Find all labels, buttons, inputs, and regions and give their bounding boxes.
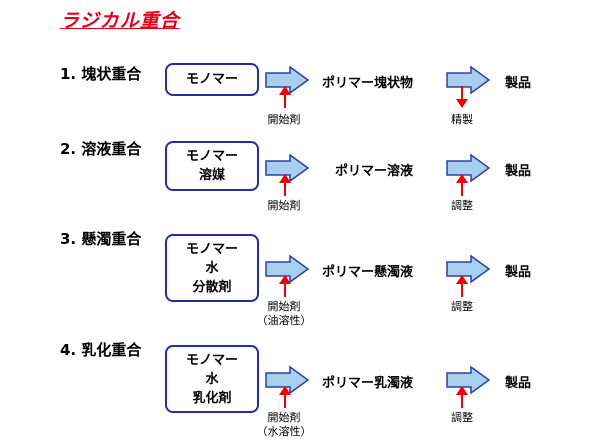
intermediate-label: ポリマー溶液: [335, 164, 414, 179]
monomer-box: モノマー 水 乳化剤: [165, 345, 259, 413]
process-arrow-icon: [265, 153, 310, 183]
initiator-line: （油溶性）: [256, 314, 312, 327]
box-line: モノマー: [185, 72, 238, 87]
box-line: 乳化剤: [192, 390, 232, 406]
process-arrow-icon: [446, 365, 491, 395]
after-step-note: 調整: [451, 199, 473, 212]
initiator-note: 開始剤 （水溶性）: [252, 411, 316, 439]
red-up-arrow-icon: [456, 386, 468, 408]
red-up-arrow-icon: [456, 275, 468, 297]
after-step-note: 精製: [451, 113, 473, 126]
box-line: モノマー: [185, 149, 238, 164]
initiator-line: 開始剤: [267, 113, 301, 126]
intermediate-label: ポリマー塊状物: [322, 76, 414, 91]
process-arrow-icon: [446, 153, 491, 183]
after-step-note: 調整: [451, 300, 473, 313]
red-up-arrow-icon: [279, 386, 291, 408]
red-up-arrow-icon: [279, 86, 291, 108]
red-up-arrow-icon: [279, 275, 291, 297]
intermediate-label: ポリマー懸濁液: [322, 265, 414, 280]
monomer-box: モノマー 水 分散剤: [165, 234, 259, 302]
process-arrow-icon: [265, 65, 310, 95]
box-line: 分散剤: [192, 279, 232, 295]
process-arrow-icon: [446, 254, 491, 284]
product-label: 製品: [505, 164, 532, 179]
red-up-arrow-icon: [279, 174, 291, 196]
page-title: ラジカル重合: [60, 10, 180, 32]
monomer-box: モノマー 溶媒: [165, 141, 259, 191]
box-line: 水: [205, 371, 219, 387]
initiator-note: 開始剤 （油溶性）: [252, 300, 316, 328]
product-label: 製品: [505, 376, 532, 391]
box-line: モノマー: [185, 352, 238, 368]
initiator-line: 開始剤: [267, 199, 301, 212]
initiator-note: 開始剤: [262, 113, 306, 127]
box-line: 溶媒: [198, 168, 225, 183]
heading-solution-polymerization: 2. 溶液重合: [60, 140, 142, 158]
after-step-note: 調整: [451, 411, 473, 424]
initiator-line: （水溶性）: [256, 425, 312, 438]
red-up-arrow-icon: [456, 174, 468, 196]
heading-bulk-polymerization: 1. 塊状重合: [60, 65, 142, 83]
heading-emulsion-polymerization: 4. 乳化重合: [60, 341, 142, 359]
red-down-arrow-icon: [456, 86, 468, 108]
initiator-line: 開始剤: [267, 300, 301, 313]
product-label: 製品: [505, 265, 532, 280]
box-line: 水: [205, 260, 219, 276]
process-arrow-icon: [446, 65, 491, 95]
box-line: モノマー: [185, 241, 238, 257]
initiator-line: 開始剤: [267, 411, 301, 424]
initiator-note: 開始剤: [262, 199, 306, 213]
heading-suspension-polymerization: 3. 懸濁重合: [60, 230, 142, 248]
product-label: 製品: [505, 76, 532, 91]
process-arrow-icon: [265, 365, 310, 395]
intermediate-label: ポリマー乳濁液: [322, 376, 414, 391]
process-arrow-icon: [265, 254, 310, 284]
monomer-box: モノマー: [165, 63, 259, 96]
